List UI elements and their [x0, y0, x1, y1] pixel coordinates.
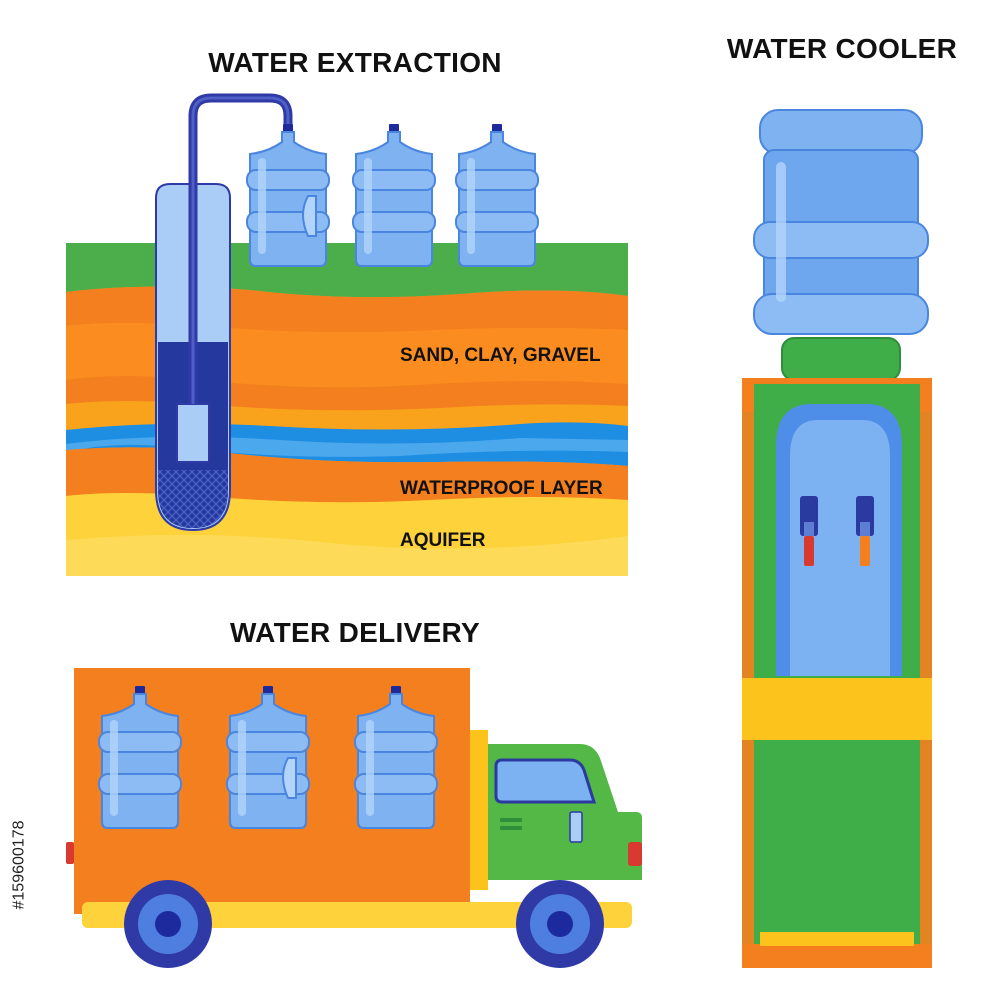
cooler-bottle — [753, 109, 929, 335]
stock-image-id-text: #159600178 — [10, 820, 28, 910]
truck-window — [494, 758, 597, 804]
heading-water-extraction: WATER EXTRACTION — [208, 47, 502, 78]
rear-wheel — [124, 880, 212, 968]
extraction-bottle-1 — [247, 124, 329, 266]
truck-chassis — [82, 902, 632, 928]
ground-cross-section — [66, 243, 628, 576]
label-waterproof-layer: WATERPROOF LAYER — [400, 478, 603, 499]
label-aquifer: AQUIFER — [400, 530, 486, 551]
cooler-neck — [781, 337, 901, 381]
cooler-body — [742, 378, 932, 968]
cold-tap[interactable] — [800, 496, 818, 566]
heading-water-delivery: WATER DELIVERY — [230, 617, 480, 648]
extraction-bottle-3 — [455, 123, 539, 267]
heading-water-cooler: WATER COOLER — [727, 33, 957, 64]
hot-tap[interactable] — [856, 496, 874, 566]
aquifer-highlight — [66, 534, 628, 576]
submersible-pump — [176, 403, 210, 463]
label-sand-clay-gravel: SAND, CLAY, GRAVEL — [400, 345, 601, 366]
stock-image-id: #159600178 — [6, 770, 32, 960]
front-wheel — [516, 880, 604, 968]
extraction-bottle-2 — [352, 123, 436, 267]
